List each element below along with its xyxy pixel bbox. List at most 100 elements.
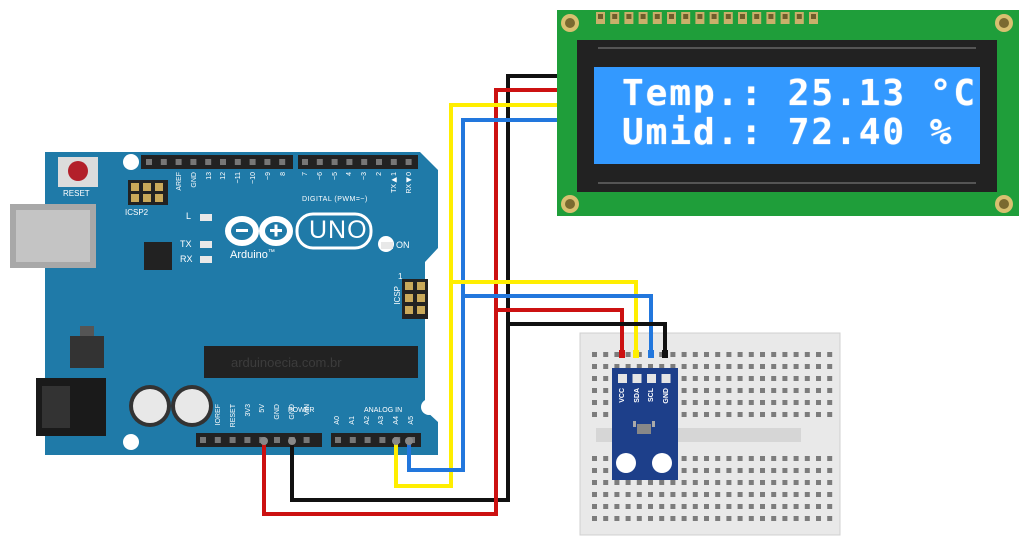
breadboard-hole (592, 352, 597, 357)
usb-chip (144, 242, 172, 270)
breadboard-hole (827, 456, 833, 461)
breadboard-hole (715, 376, 721, 381)
breadboard-hole (737, 468, 743, 473)
breadboard-hole (737, 504, 743, 509)
breadboard-hole (659, 504, 665, 509)
breadboard-hole (804, 376, 810, 381)
breadboard-hole (771, 468, 777, 473)
breadboard-hole (760, 376, 765, 381)
breadboard-hole (704, 388, 709, 393)
breadboard-hole (771, 364, 777, 369)
power-pin-label-5: GND (289, 404, 296, 420)
breadboard-hole (748, 516, 754, 521)
breadboard-hole (681, 352, 687, 357)
power-pin-label-0: IOREF (215, 404, 222, 426)
breadboard-hole (793, 352, 799, 357)
breadboard-hole (625, 516, 631, 521)
icsp-pin (417, 306, 425, 314)
breadboard-hole (692, 468, 698, 473)
breadboard-hole (648, 480, 653, 485)
breadboard-hole (670, 352, 676, 357)
breadboard-hole (592, 412, 597, 417)
breadboard-hole (636, 516, 642, 521)
breadboard-hole (804, 504, 810, 509)
breadboard-hole (804, 400, 810, 405)
breadboard-hole (760, 412, 765, 417)
pin-label-d-5: 2 (376, 172, 383, 176)
breadboard-hole (592, 480, 597, 485)
breadboard-hole (726, 516, 732, 521)
breadboard-hole (603, 364, 609, 369)
icsp2-pin (143, 183, 151, 191)
header-hole (361, 159, 368, 165)
breadboard-hole (793, 400, 799, 405)
breadboard-hole (737, 456, 743, 461)
breadboard-hole (592, 492, 597, 497)
power-pin-label-3: 5V (259, 404, 267, 413)
mount-hole (616, 453, 636, 473)
breadboard-hole (704, 504, 709, 509)
breadboard-hole (737, 364, 743, 369)
breadboard-hole (748, 492, 754, 497)
breadboard-hole (816, 412, 821, 417)
sensor-chip (637, 424, 651, 434)
breadboard-hole (648, 504, 653, 509)
breadboard-hole (748, 400, 754, 405)
breadboard-hole (760, 352, 765, 357)
mount-hole (421, 399, 437, 415)
breadboard-hole (782, 492, 788, 497)
breadboard-hole (760, 504, 765, 509)
breadboard-hole (771, 480, 777, 485)
breadboard-hole (793, 480, 799, 485)
header-hole (249, 159, 256, 165)
icsp-pin (405, 282, 413, 290)
breadboard-hole (760, 468, 765, 473)
breadboard-hole (636, 492, 642, 497)
breadboard-hole (659, 480, 665, 485)
breadboard-hole (625, 504, 631, 509)
breadboard-hole (827, 480, 833, 485)
breadboard-hole (782, 468, 788, 473)
sensor-pin-pad (618, 374, 627, 383)
header-hole (349, 437, 356, 443)
breadboard-hole (771, 352, 777, 357)
led-rx-label: RX (180, 254, 193, 264)
analog-pin-label-4: A4 (393, 416, 401, 425)
header-hole (376, 159, 382, 165)
breadboard-hole (804, 352, 810, 357)
header-hole (234, 159, 241, 165)
wire-lcd-gnd (290, 74, 557, 502)
breadboard-hole (748, 412, 754, 417)
breadboard-hole (670, 480, 676, 485)
icsp2-header (128, 180, 168, 205)
breadboard-hole (636, 364, 642, 369)
breadboard-hole (715, 492, 721, 497)
breadboard-hole (681, 492, 687, 497)
sensor-pin-pads (618, 374, 671, 383)
breadboard-hole (603, 468, 609, 473)
pin-label-1: GND (190, 172, 198, 188)
header-holes (146, 159, 415, 443)
breadboard-hole (748, 376, 754, 381)
breadboard-hole (681, 516, 687, 521)
watermark: arduinoecia.com.br (231, 355, 342, 370)
breadboard-hole (816, 492, 821, 497)
power-label: POWER (288, 407, 315, 414)
breadboard-hole (704, 456, 709, 461)
breadboard-hole (592, 400, 597, 405)
breadboard-hole (793, 504, 799, 509)
arduino-logo (225, 212, 373, 250)
on-label: ON (396, 240, 410, 250)
header-hole (346, 159, 353, 165)
breadboard-hole (760, 480, 765, 485)
header-hole (316, 159, 323, 165)
breadboard-hole (827, 400, 833, 405)
header-hole (302, 159, 308, 165)
breadboard-hole (827, 468, 833, 473)
breadboard-hole (827, 504, 833, 509)
breadboard-hole (692, 376, 698, 381)
breadboard-hole (681, 364, 687, 369)
led-tx-label: TX (180, 239, 192, 249)
pin-label-d-1: ~6 (316, 172, 324, 180)
